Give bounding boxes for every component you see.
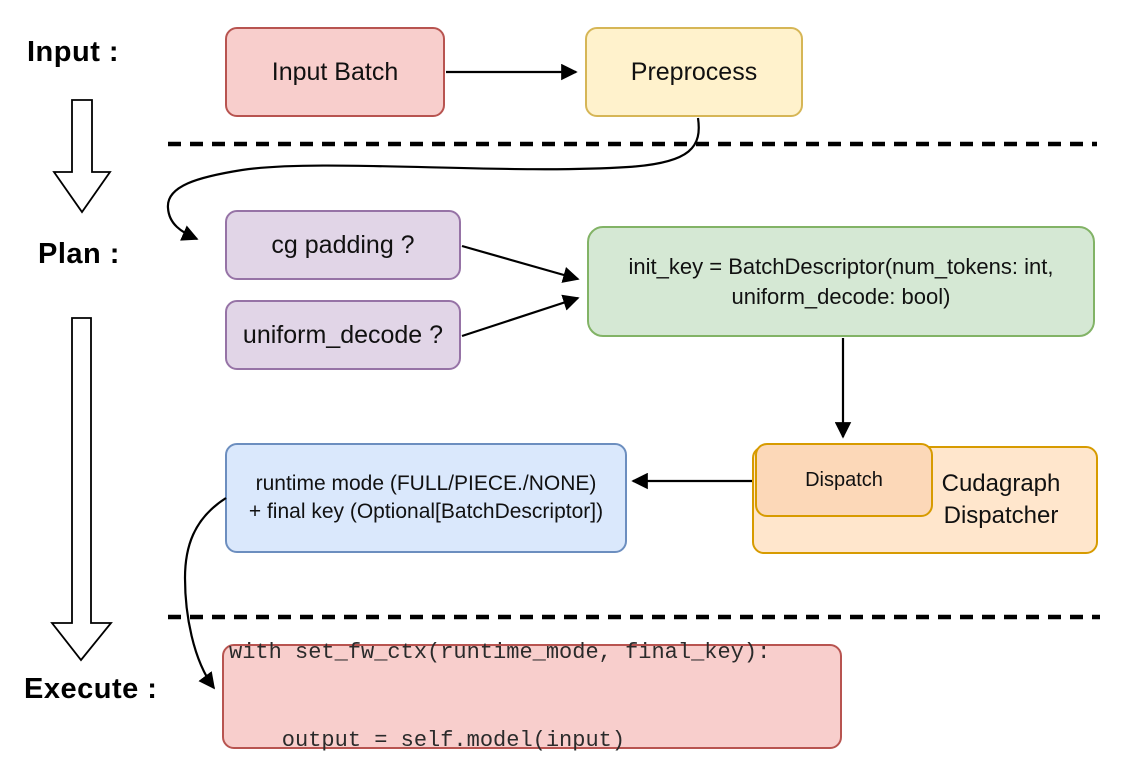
stage-label-execute: Execute : (24, 673, 158, 705)
arrow-runtimemode-to-executecode (183, 497, 227, 690)
stage-label-input: Input : (27, 36, 120, 68)
node-runtime-mode-line2: + final key (Optional[BatchDescriptor]) (248, 500, 604, 523)
node-runtime-mode: runtime mode (FULL/PIECE./NONE) + final … (225, 443, 627, 553)
node-init-key-line2: uniform_decode: bool) (731, 283, 951, 309)
node-input-batch: Input Batch (225, 27, 445, 117)
node-execute-code: with set_fw_ctx(runtime_mode, final_key)… (222, 640, 842, 753)
node-dispatch: Dispatch (755, 443, 933, 517)
hollow-arrow-input-to-plan (52, 99, 112, 214)
execute-code-line2: output = self.model(input) (229, 727, 626, 753)
node-cg-padding: cg padding ? (225, 210, 461, 280)
node-cg-padding-label: cg padding ? (271, 230, 415, 259)
node-dispatch-label: Dispatch (805, 468, 883, 491)
execute-code-line1: with set_fw_ctx(runtime_mode, final_key)… (229, 640, 771, 666)
node-init-key: init_key = BatchDescriptor(num_tokens: i… (587, 226, 1095, 337)
arrow-cgpadding-to-initkey (461, 244, 580, 283)
node-init-key-line1: init_key = BatchDescriptor(num_tokens: i… (628, 254, 1054, 280)
node-preprocess-label: Preprocess (630, 57, 758, 86)
node-preprocess: Preprocess (585, 27, 803, 117)
node-input-batch-label: Input Batch (271, 57, 399, 86)
hollow-arrow-plan-to-execute (50, 317, 113, 662)
node-runtime-mode-line1: runtime mode (FULL/PIECE./NONE) (255, 472, 597, 496)
node-cudagraph-line2: Dispatcher (943, 502, 1059, 529)
arrow-uniformdecode-to-initkey (461, 294, 580, 338)
node-uniform-decode: uniform_decode ? (225, 300, 461, 370)
node-uniform-decode-label: uniform_decode ? (242, 320, 444, 349)
stage-label-plan: Plan : (38, 238, 120, 270)
node-cudagraph-line1: Cudagraph (941, 470, 1061, 498)
